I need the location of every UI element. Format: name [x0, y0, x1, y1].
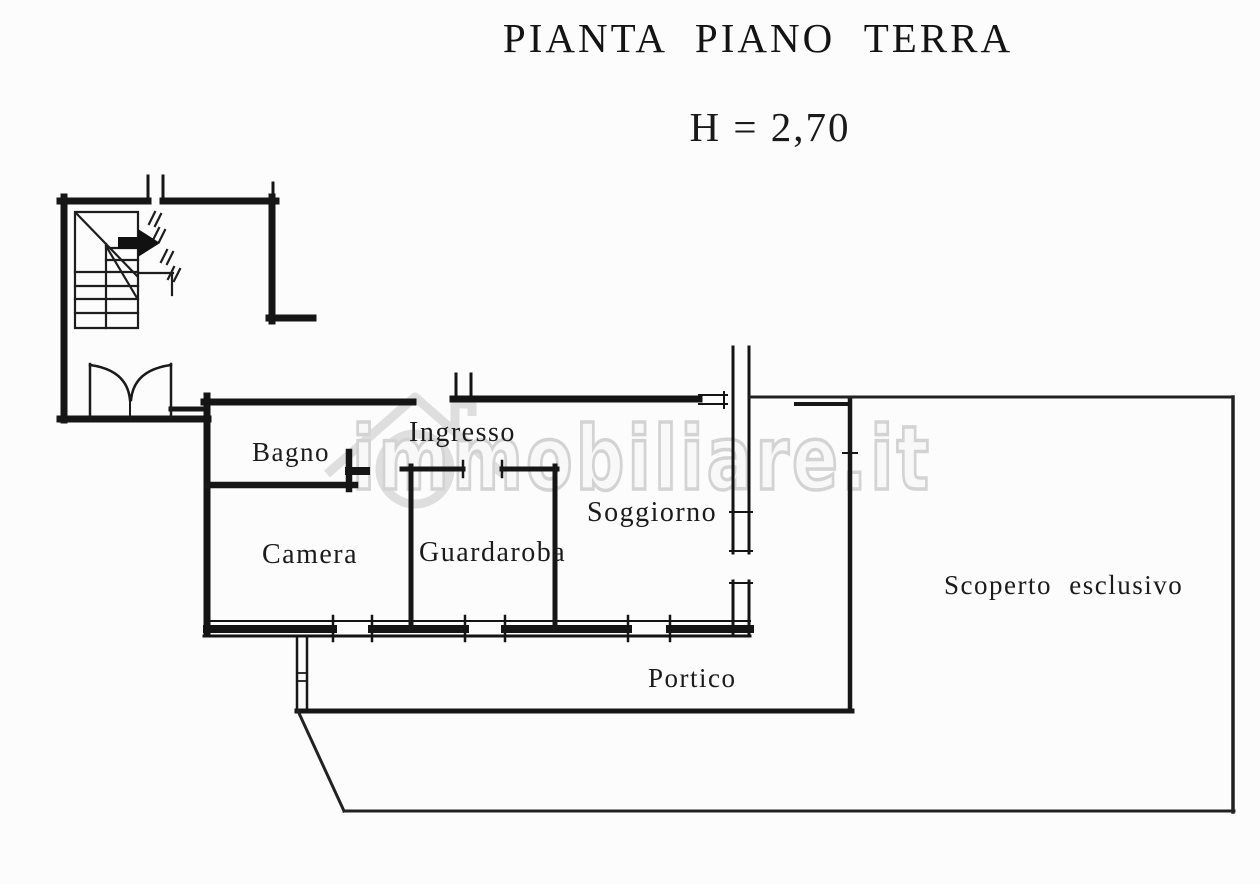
- watermark-immobiliare: immobiliare.it: [324, 392, 932, 512]
- staircase: [73, 210, 182, 330]
- room-label-portico: Portico: [648, 663, 737, 693]
- ceiling-height-label: H = 2,70: [689, 104, 851, 150]
- stair-break-line: [74, 211, 139, 278]
- entrance-double-door: [88, 362, 173, 420]
- apartment-outer-walls: [200, 345, 753, 637]
- portico-structure: [294, 396, 858, 714]
- room-label-bagno: Bagno: [252, 437, 330, 467]
- room-label-camera: Camera: [262, 539, 358, 570]
- door-swing-arc-right: [129, 363, 173, 402]
- door-swing-arc-left: [88, 363, 132, 402]
- scoperto-boundary: [296, 395, 1236, 814]
- plan-title: PIANTA PIANO TERRA: [502, 15, 1014, 61]
- stair-direction-arrow-icon: [118, 229, 160, 257]
- room-label-ingresso: Ingresso: [409, 417, 516, 448]
- south-wall-with-windows: [202, 614, 754, 643]
- interior-walls: [203, 448, 560, 633]
- room-label-soggiorno: Soggiorno: [587, 497, 717, 528]
- room-label-guardaroba: Guardaroba: [419, 537, 566, 568]
- watermark-text: immobiliare.it: [352, 407, 932, 510]
- room-label-scoperto: Scoperto esclusivo: [944, 570, 1183, 600]
- entry-hall-walls: [56, 174, 317, 424]
